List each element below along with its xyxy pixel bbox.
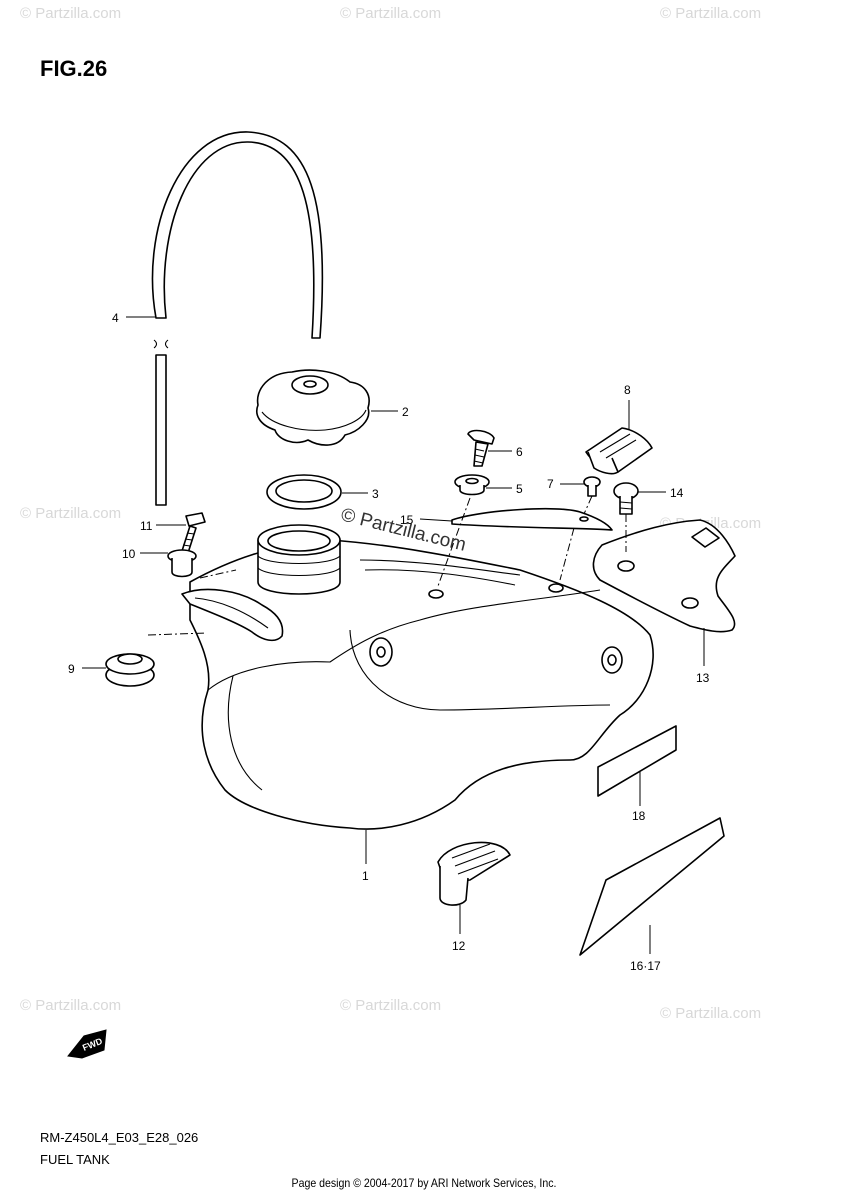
callout-16-17: 16·17 (630, 959, 661, 973)
assembly-line (559, 527, 575, 581)
callout-18: 18 (632, 809, 646, 823)
assembly-line (147, 632, 207, 636)
side-bracket (592, 519, 736, 633)
model-code: RM-Z450L4_E03_E28_026 (40, 1130, 199, 1145)
watermark: © Partzilla.com (340, 997, 441, 1014)
strap-clip (585, 427, 653, 475)
assembly-line (583, 495, 593, 515)
callout-5: 5 (516, 482, 523, 496)
section-name: FUEL TANK (40, 1152, 110, 1167)
figure-title: FIG.26 (40, 56, 108, 81)
callout-12: 12 (452, 939, 466, 953)
watermark: © Partzilla.com (660, 1005, 761, 1022)
watermark: © Partzilla.com (20, 997, 121, 1014)
fuel-tank (181, 524, 654, 830)
callout-1: 1 (362, 869, 369, 883)
callout-4: 4 (112, 311, 119, 325)
caution-label-large (579, 817, 725, 956)
tank-cushion (105, 653, 155, 687)
rubber-damper (437, 841, 511, 906)
callout-2: 2 (402, 405, 409, 419)
callout-6: 6 (516, 445, 523, 459)
mount-collar (167, 549, 197, 578)
footer-credit: Page design © 2004-2017 by ARI Network S… (291, 1176, 557, 1190)
callout-15: 15 (400, 513, 414, 527)
callout-7: 7 (547, 477, 554, 491)
caution-label-small (597, 725, 677, 797)
mount-plate (451, 507, 613, 531)
callout-11: 11 (140, 519, 153, 533)
watermark: © Partzilla.com (20, 505, 121, 522)
watermark: © Partzilla.com (660, 5, 761, 22)
assembly-line (199, 569, 237, 579)
seat-damper (454, 474, 490, 496)
damper-screw (467, 429, 495, 467)
callout-8: 8 (624, 383, 631, 397)
fuel-cap (256, 369, 370, 446)
watermark: © Partzilla.com (20, 5, 121, 22)
fwd-arrow-icon: FWD (67, 1029, 107, 1059)
cap-gasket (266, 474, 342, 510)
watermark: © Partzilla.com (340, 5, 441, 22)
callout-9: 9 (68, 662, 75, 676)
callout-3: 3 (372, 487, 379, 501)
leader-line (419, 518, 453, 522)
callout-13: 13 (696, 671, 710, 685)
callout-14: 14 (670, 486, 684, 500)
callout-10: 10 (122, 547, 136, 561)
bracket-bolt (613, 482, 639, 515)
mount-bolt (181, 512, 206, 554)
breather-hose (151, 131, 324, 506)
bracket-screw (583, 476, 601, 497)
